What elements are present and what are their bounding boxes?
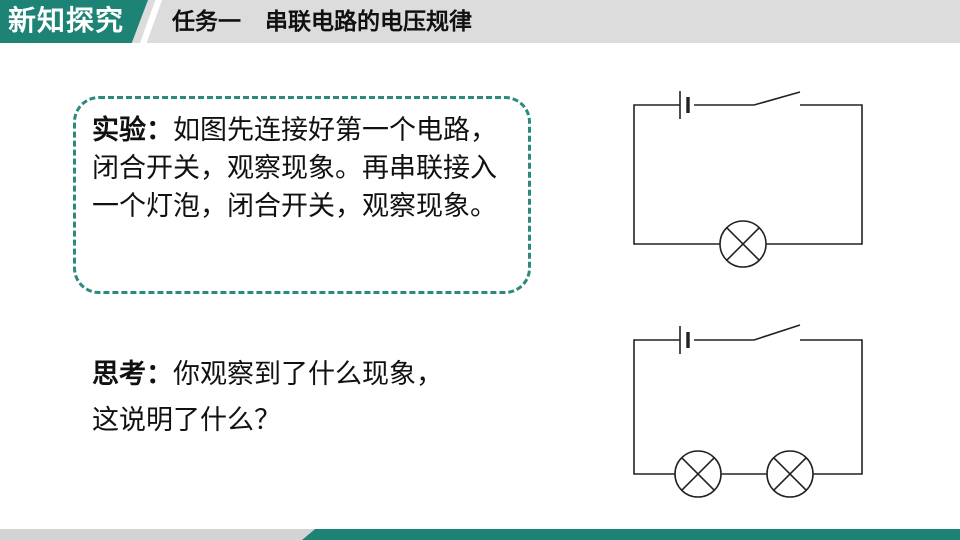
experiment-text: 实验：如图先连接好第一个电路，闭合开关，观察现象。再串联接入一个灯泡，闭合开关，… xyxy=(92,112,520,226)
switch-arm xyxy=(753,91,801,106)
switch-arm xyxy=(753,324,801,341)
wire-right-segment xyxy=(800,339,863,475)
lamp-symbol-1 xyxy=(674,450,722,498)
footer-bar-accent xyxy=(302,529,960,540)
thinking-text: 思考：你观察到了什么现象， 这说明了什么？ xyxy=(92,352,522,444)
wire-right-segment xyxy=(766,104,863,245)
section-badge-label: 新知探究 xyxy=(8,4,125,37)
experiment-body: 如图先连接好第一个电路，闭合开关，观察现象。再串联接入一个灯泡，闭合开关，观察现… xyxy=(92,115,497,222)
thinking-question-2: 这说明了什么？ xyxy=(92,405,281,436)
thinking-label: 思考： xyxy=(92,359,173,390)
page-title: 任务一 串联电路的电压规律 xyxy=(172,9,473,35)
section-badge xyxy=(0,0,148,43)
lamp-symbol-2 xyxy=(766,450,814,498)
circuit-diagram-single-lamp xyxy=(633,91,863,268)
experiment-label: 实验： xyxy=(92,115,173,146)
lamp-symbol xyxy=(719,220,767,268)
experiment-box xyxy=(73,96,531,294)
circuit-diagram-two-lamps xyxy=(633,324,863,498)
header-bar xyxy=(0,0,960,43)
wire-left-segment xyxy=(633,339,680,475)
wire-left-segment xyxy=(633,104,720,245)
thinking-question-1: 你观察到了什么现象， xyxy=(173,359,443,390)
footer-bar-gray xyxy=(0,529,320,540)
thinking-line-1: 思考：你观察到了什么现象， xyxy=(92,352,522,398)
